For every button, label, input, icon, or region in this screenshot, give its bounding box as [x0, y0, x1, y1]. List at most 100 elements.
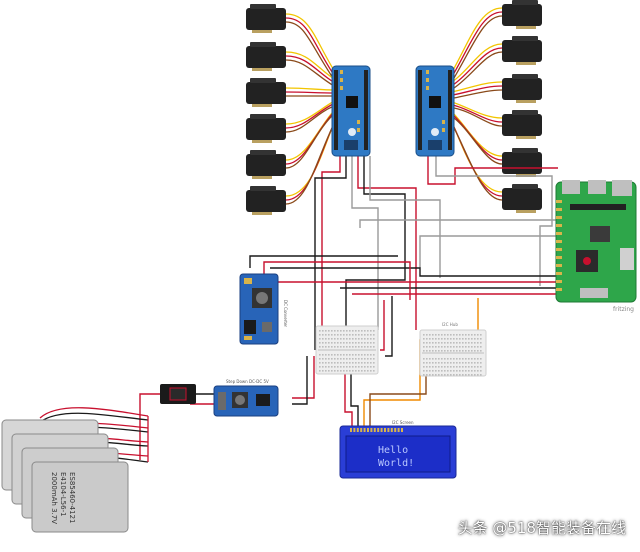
- breadboard-left: [315, 325, 379, 375]
- breadboard-hole: [456, 374, 458, 376]
- breadboard-hole: [432, 338, 434, 340]
- breadboard-hole: [477, 334, 479, 336]
- wire-switch-red: [139, 393, 160, 460]
- breadboard-hole: [349, 362, 351, 364]
- breadboard-hole: [447, 334, 449, 336]
- breadboard-hole: [370, 330, 372, 332]
- breadboard-hole: [474, 374, 476, 376]
- lcd-1602-module: I2C Screen Hello World!: [339, 420, 457, 479]
- breadboard-hole: [349, 370, 351, 372]
- breadboard-hole: [462, 370, 464, 372]
- breadboard-hole: [325, 370, 327, 372]
- breadboard-hole: [325, 354, 327, 356]
- wire-grey-3: [435, 156, 553, 286]
- breadboard-hole: [468, 342, 470, 344]
- breadboard-hole: [325, 366, 327, 368]
- breadboard-hole: [426, 362, 428, 364]
- breadboard-hole: [373, 362, 375, 364]
- breadboard-hole: [447, 350, 449, 352]
- i2c-screen-label: I2C Screen: [392, 420, 414, 425]
- breadboard-hole: [423, 350, 425, 352]
- breadboard-hole: [358, 330, 360, 332]
- lcd-pin: [363, 428, 366, 432]
- breadboard-hole: [459, 370, 461, 372]
- breadboard-hole: [319, 342, 321, 344]
- breadboard-hole: [441, 342, 443, 344]
- breadboard-hole: [444, 346, 446, 348]
- breadboard-hole: [361, 366, 363, 368]
- wire-black-7: [385, 296, 393, 357]
- breadboard-hole: [358, 342, 360, 344]
- breadboard-hole: [471, 358, 473, 360]
- breadboard-hole: [444, 342, 446, 344]
- breadboard-hole: [355, 342, 357, 344]
- lcd-pin: [390, 428, 393, 432]
- breadboard-hole: [477, 374, 479, 376]
- breadboard-hole: [480, 338, 482, 340]
- breadboard-hole: [438, 350, 440, 352]
- breadboard-hole: [349, 342, 351, 344]
- breadboard-hole: [444, 366, 446, 368]
- breadboard-hole: [334, 358, 336, 360]
- lcd-pin: [373, 428, 376, 432]
- breadboard-hole: [459, 358, 461, 360]
- breadboard-hole: [346, 346, 348, 348]
- breadboard-hole: [432, 362, 434, 364]
- breadboard-hole: [343, 338, 345, 340]
- breadboard-hole: [450, 338, 452, 340]
- lcd-pin: [394, 428, 397, 432]
- breadboard-hole: [453, 338, 455, 340]
- breadboard-hole: [337, 330, 339, 332]
- breadboard-hole: [462, 366, 464, 368]
- breadboard-hole: [456, 334, 458, 336]
- breadboard-hole: [331, 358, 333, 360]
- breadboard-hole: [340, 330, 342, 332]
- breadboard-hole: [364, 354, 366, 356]
- servo-right-4: [502, 110, 542, 139]
- breadboard-hole: [432, 370, 434, 372]
- breadboard-hole: [358, 334, 360, 336]
- breadboard-hole: [447, 362, 449, 364]
- breadboard-hole: [328, 346, 330, 348]
- servo-left-4: [246, 114, 286, 143]
- breadboard-hole: [337, 338, 339, 340]
- breadboard-hole: [340, 354, 342, 356]
- breadboard-hole: [346, 342, 348, 344]
- breadboard-hole: [346, 370, 348, 372]
- breadboard-hole: [474, 346, 476, 348]
- breadboard-hole: [438, 366, 440, 368]
- breadboard-hole: [343, 358, 345, 360]
- breadboard-hole: [438, 334, 440, 336]
- breadboard-hole: [343, 334, 345, 336]
- breadboard-hole: [319, 358, 321, 360]
- wire-bundle-servo-r2: [451, 43, 503, 89]
- breadboard-hole: [331, 362, 333, 364]
- breadboard-hole: [352, 342, 354, 344]
- breadboard-hole: [471, 334, 473, 336]
- breadboard-hole: [471, 370, 473, 372]
- breadboard-hole: [471, 362, 473, 364]
- breadboard-hole: [465, 346, 467, 348]
- breadboard-hole: [435, 374, 437, 376]
- breadboard-hole: [319, 354, 321, 356]
- lcd-pin: [377, 428, 380, 432]
- wire-grey-4: [359, 219, 556, 228]
- breadboard-hole: [468, 334, 470, 336]
- lcd-pin: [356, 428, 359, 432]
- breadboard-hole: [337, 370, 339, 372]
- breadboard-hole: [358, 338, 360, 340]
- breadboard-hole: [352, 358, 354, 360]
- wire-black-5: [249, 255, 398, 268]
- breadboard-hole: [331, 342, 333, 344]
- breadboard-hole: [465, 342, 467, 344]
- breadboard-hole: [480, 334, 482, 336]
- breadboard-hole: [340, 334, 342, 336]
- breadboard-hole: [465, 370, 467, 372]
- breadboard-hole: [361, 334, 363, 336]
- breadboard-2-label: I2C Hub: [442, 322, 458, 327]
- breadboard-hole: [477, 366, 479, 368]
- wire-bundle-servo-r1: [451, 7, 503, 79]
- breadboard-hole: [462, 342, 464, 344]
- breadboard-hole: [358, 366, 360, 368]
- wire-bundle-servo-l6: [285, 115, 338, 205]
